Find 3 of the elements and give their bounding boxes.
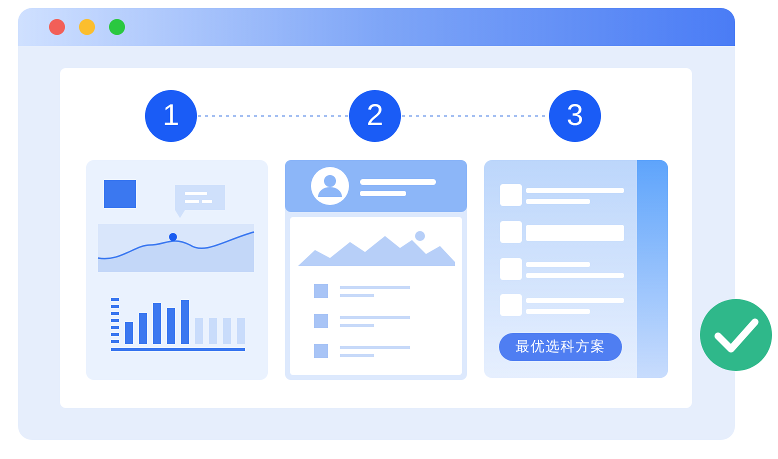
connector-line: [402, 115, 548, 117]
action-button: 最优选科方案: [499, 333, 622, 361]
connector-line: [198, 115, 348, 117]
